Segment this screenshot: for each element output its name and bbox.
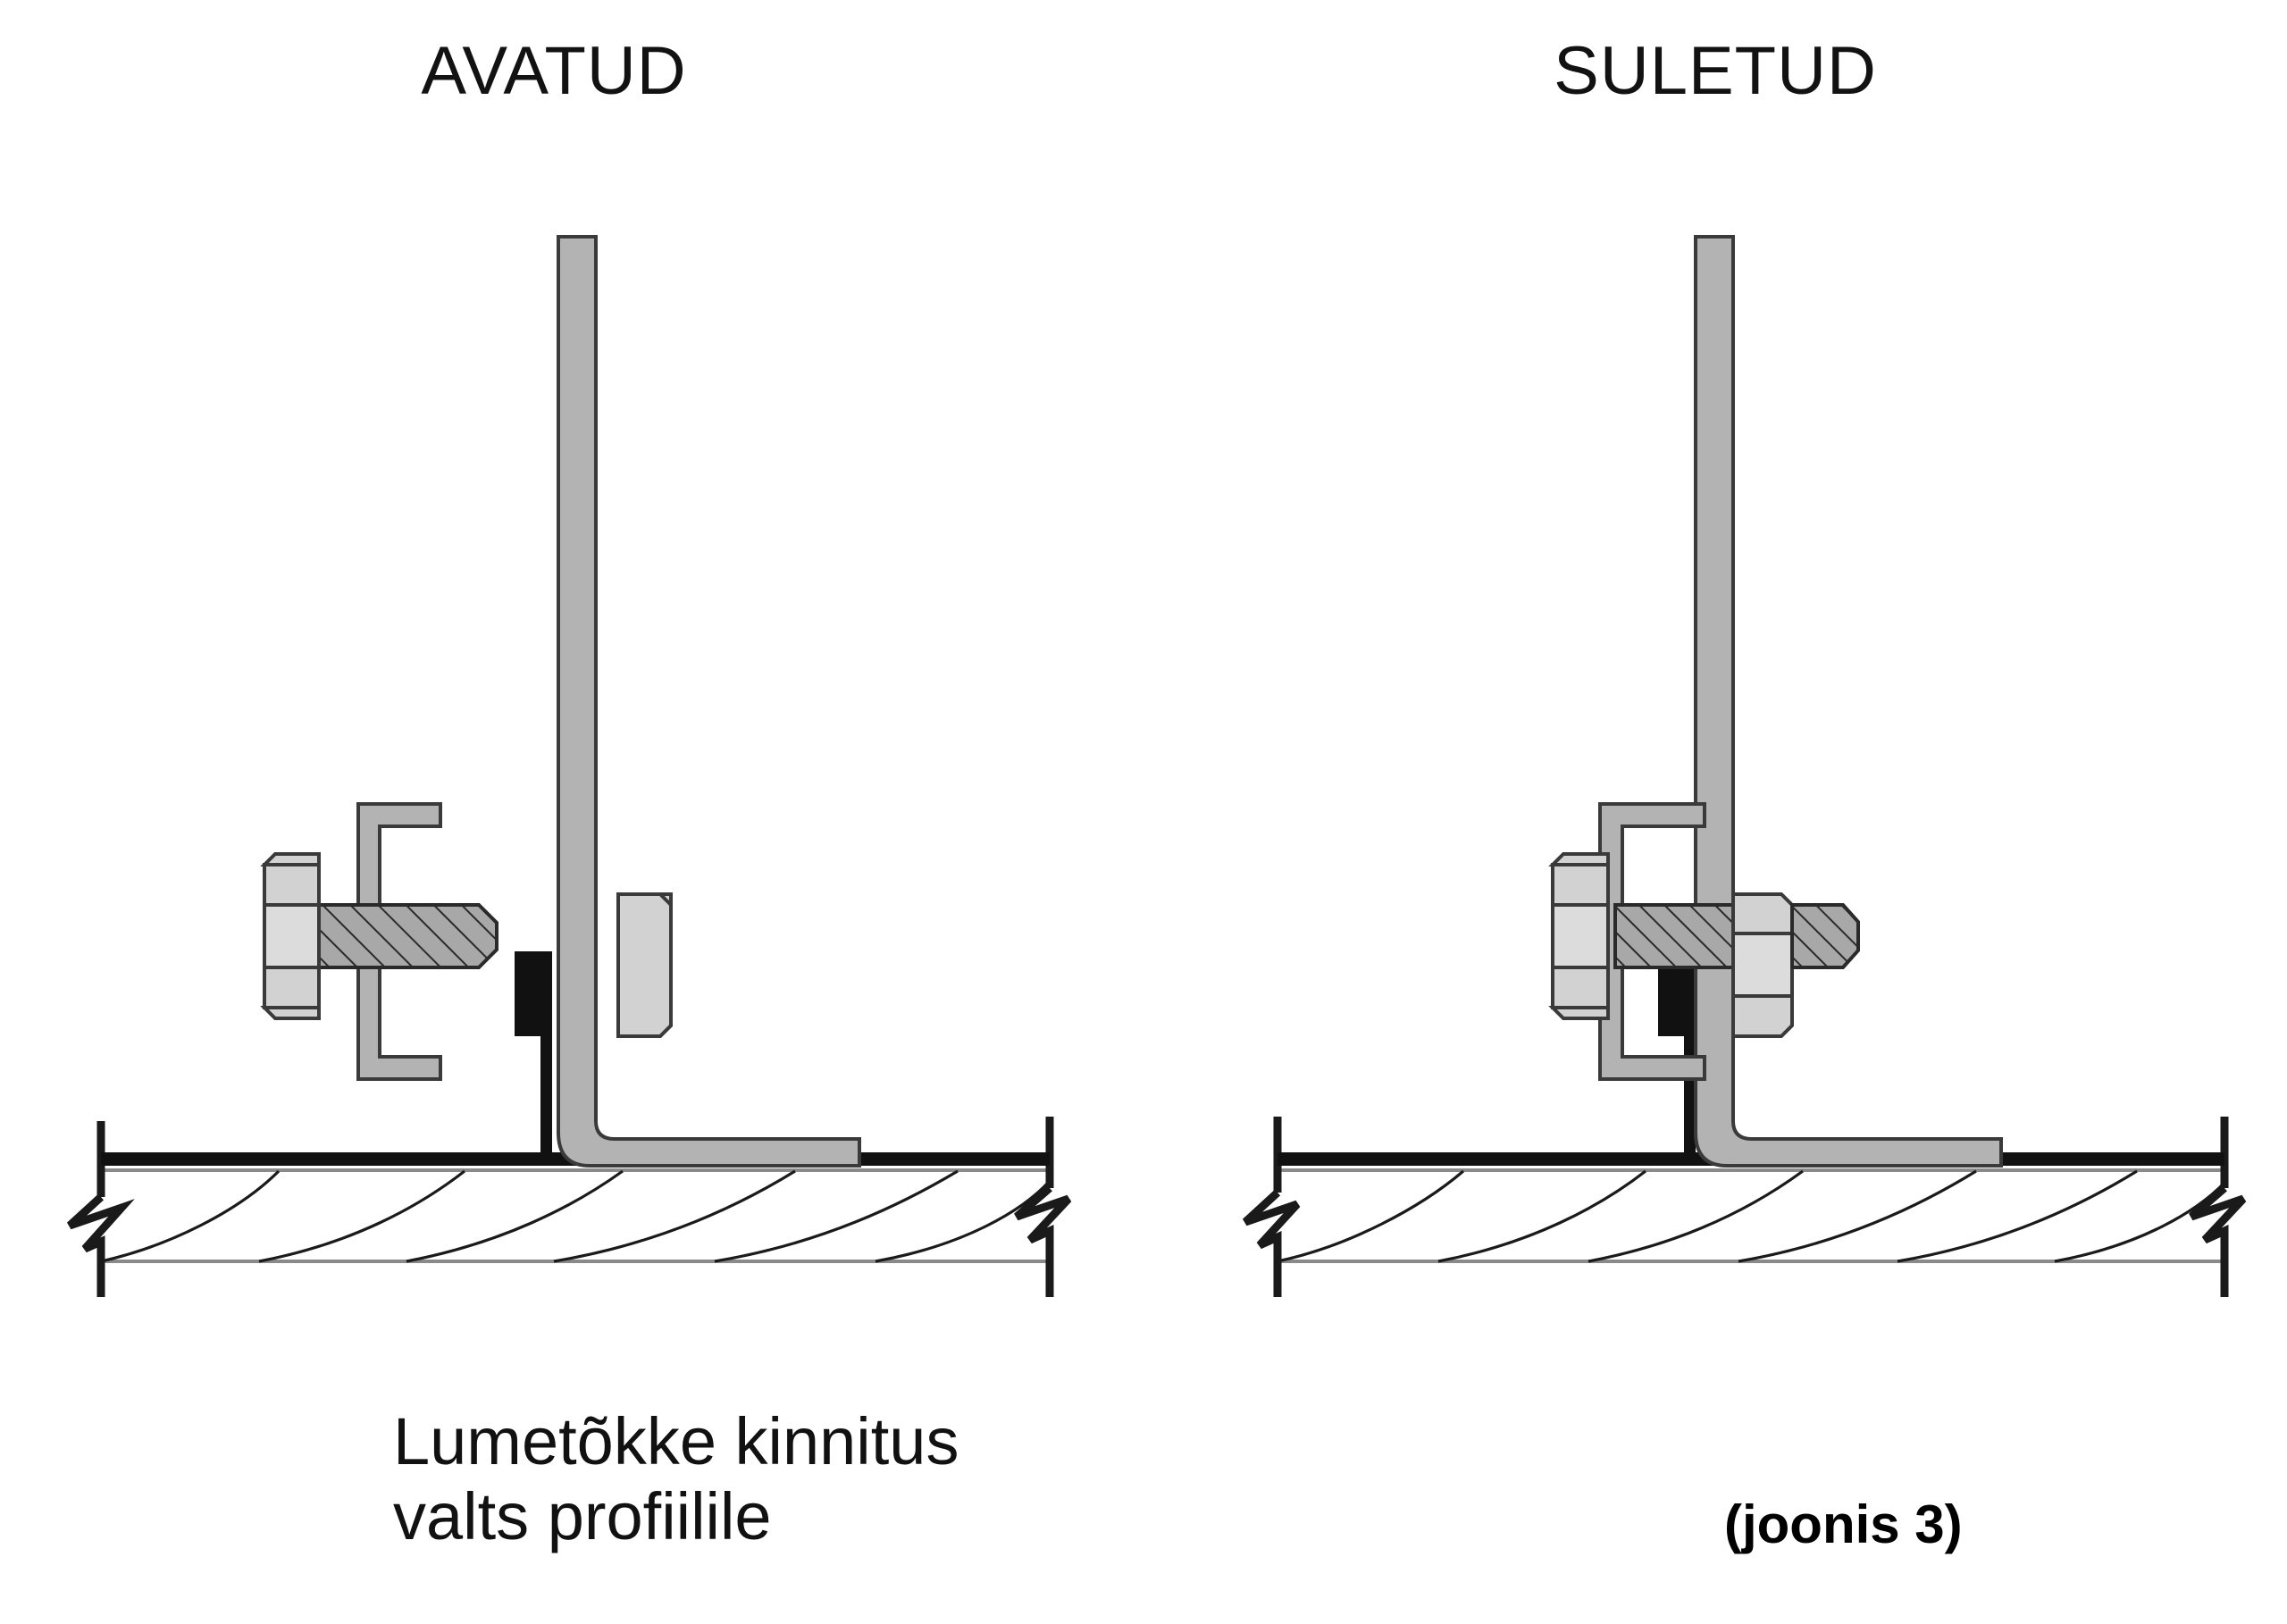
bolt-head-left (260, 852, 321, 1020)
wood-grain-lines-right (1277, 1169, 2226, 1263)
clamp-bracket-closed (1598, 802, 1706, 1081)
caption-line-2: valts profiilile (393, 1479, 772, 1554)
bolt-tip-right (1790, 903, 1860, 969)
hex-nut-closed (1731, 892, 1794, 1038)
timber-deck-right (1242, 1117, 2247, 1297)
hex-bolt-open (260, 852, 498, 1020)
seam-gasket-left (515, 951, 552, 1166)
wood-grain-lines (100, 1169, 1051, 1263)
seam-profile-left (557, 235, 861, 1168)
roof-membrane-left (101, 1152, 1050, 1166)
caption-line-1: Lumetõkke kinnitus (393, 1404, 959, 1478)
hex-bolt-closed (1548, 852, 1860, 1038)
seam-profile-right (1694, 235, 2003, 1168)
seam-gasket-right (1658, 951, 1696, 1166)
timber-deck-left (66, 1117, 1072, 1297)
drawing-caption: Lumetõkke kinnitus valts profiilile (393, 1404, 1197, 1555)
view-open-avatud (66, 235, 1072, 1297)
roof-membrane-right (1278, 1152, 2224, 1166)
view-title-open: AVATUD (421, 33, 687, 109)
view-title-closed: SULETUD (1554, 33, 1877, 109)
figure-number-label: (joonis 3) (1724, 1494, 1963, 1554)
bolt-shank-right (1613, 903, 1735, 969)
bolt-shank-left (317, 903, 498, 969)
bolt-head-right (1548, 852, 1610, 1020)
break-symbol-right-2 (2189, 1117, 2247, 1297)
break-symbol-right-1 (1242, 1117, 1301, 1297)
break-symbol-left-2 (1014, 1117, 1072, 1297)
clamp-bracket-open (356, 802, 442, 1081)
break-symbol-left-1 (66, 1121, 135, 1297)
view-closed-suletud (1242, 235, 2247, 1297)
hex-nut-open (616, 892, 673, 1038)
